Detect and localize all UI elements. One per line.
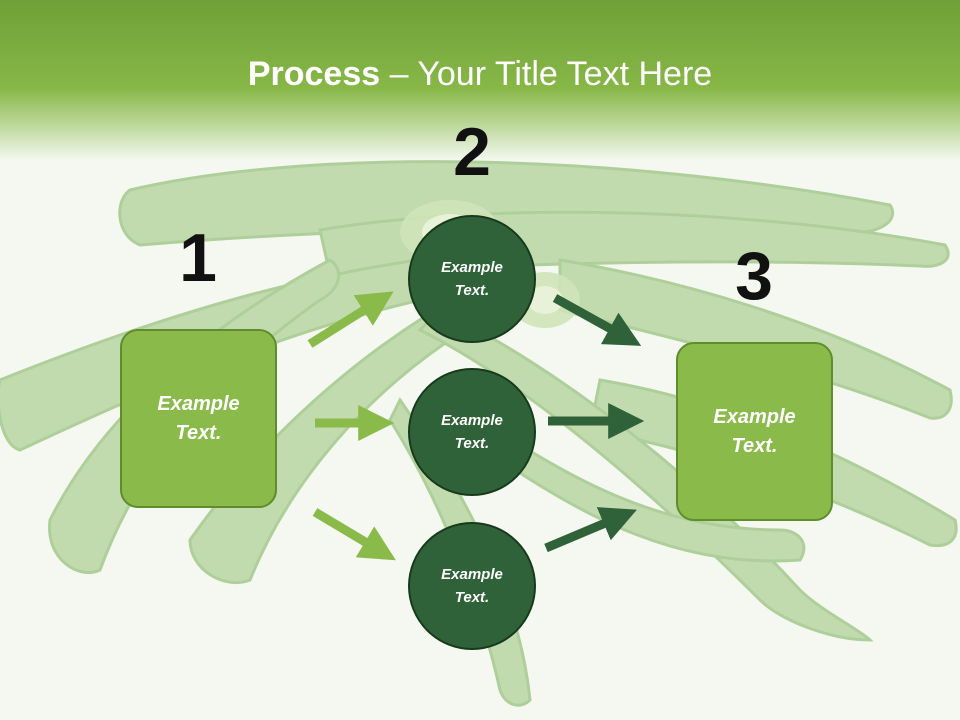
step-number-3: 3 <box>735 238 773 314</box>
step-3-box: Example Text. <box>676 342 833 521</box>
step-1-text: Example Text. <box>157 392 240 444</box>
step-3-text: Example Text. <box>713 405 796 457</box>
step-1-box: Example Text. <box>120 329 277 508</box>
step-number-2: 2 <box>453 114 491 190</box>
title-bold: Process <box>247 55 381 93</box>
step-2-circle-bottom: Example Text. <box>408 522 536 650</box>
step-2-item-3-text: Example Text. <box>441 566 503 606</box>
step-2-item-2-text: Example Text. <box>441 412 503 452</box>
title-band <box>0 0 960 160</box>
step-2-circle-middle: Example Text. <box>408 368 536 496</box>
title-rest: – Your Title Text Here <box>380 55 713 93</box>
slide-title: Process – Your Title Text Here <box>0 50 960 98</box>
step-2-circle-top: Example Text. <box>408 215 536 343</box>
step-number-1: 1 <box>179 220 217 296</box>
step-2-item-1-text: Example Text. <box>441 259 503 299</box>
